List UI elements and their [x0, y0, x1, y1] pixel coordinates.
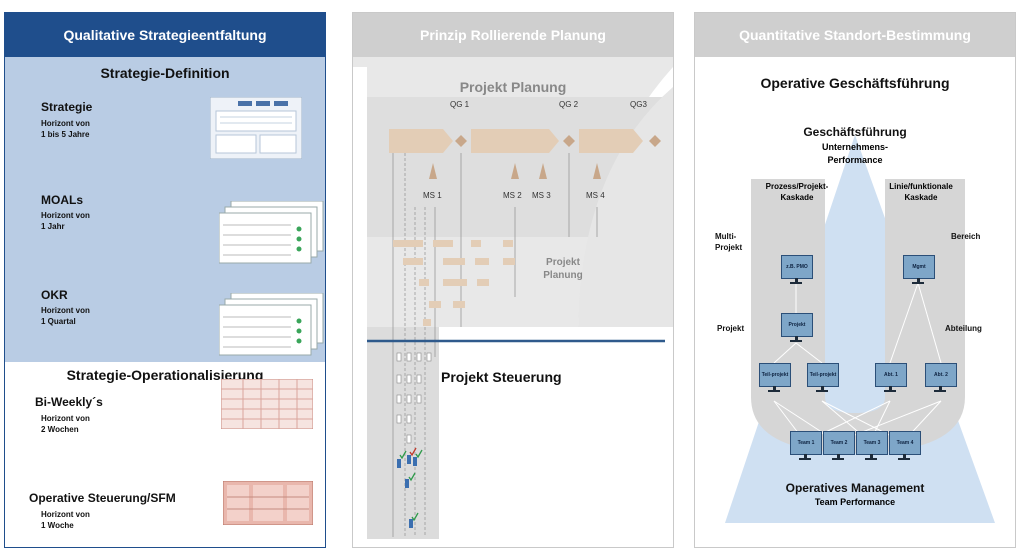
gf-title: Geschäftsführung	[803, 125, 907, 139]
node-team-3: Team 3	[856, 431, 888, 459]
panel2-header: Prinzip Rollierende Planung	[353, 13, 673, 57]
panel3-header: Quantitative Standort-Bestimmung	[695, 13, 1015, 57]
node-abt-2-stand	[934, 390, 946, 392]
side-label-projekt: Projekt	[717, 324, 745, 333]
qg2-label: QG 2	[559, 100, 579, 109]
left-column-label: Prozess/Projekt-Kaskade	[765, 182, 829, 202]
operative-steuerung-label: Operative Steuerung/SFM	[29, 491, 176, 505]
ms1-label: MS 1	[423, 191, 442, 200]
node-abt-1: Abt. 1	[875, 363, 907, 391]
operative-gf-heading: Operative Geschäftsführung	[760, 75, 950, 91]
node-teilprojekt-2-stand	[816, 390, 828, 392]
node-mgmt: Mgmt	[903, 255, 935, 283]
node-team-2-stand	[832, 458, 844, 460]
quantitative-panel: Quantitative Standort-Bestimmung Operati…	[694, 12, 1016, 548]
node-projekt: Projekt	[781, 313, 813, 341]
operatives-management-title: Operatives Management	[785, 481, 925, 495]
side-label-abteilung: Abteilung	[945, 324, 982, 333]
node-pmo: z.B. PMO	[781, 255, 813, 283]
moals-label: MOALs	[41, 193, 83, 207]
ms3-label: MS 3	[532, 191, 551, 200]
node-projekt-stand	[790, 340, 802, 342]
planning-funnel	[353, 57, 673, 539]
inner-planning-label: Projekt Planung	[543, 257, 583, 281]
side-label-bereich: Bereich	[951, 232, 981, 241]
sfm-board-thumbnail	[223, 481, 313, 525]
planning-title: Projekt Planung	[459, 79, 567, 95]
node-abt-1-stand	[884, 390, 896, 392]
node-team-1: Team 1	[790, 431, 822, 459]
team-performance-label: Team Performance	[814, 497, 896, 507]
qg3-label: QG3	[630, 100, 647, 109]
okr-table-thumbnail	[219, 293, 324, 356]
okr-label: OKR	[41, 288, 68, 302]
node-abt-2: Abt. 2	[925, 363, 957, 391]
strategy-document-thumbnail	[210, 97, 302, 159]
node-teilprojekt-1-stand	[768, 390, 780, 392]
hierarchy-diagram	[725, 135, 995, 523]
moals-table-thumbnail	[219, 201, 324, 264]
side-label-multi-projekt: Multi-Projekt	[715, 232, 743, 252]
rolling-planning-panel: Prinzip Rollierende Planung	[352, 12, 674, 548]
node-teilprojekt-1: Teil-projekt	[759, 363, 791, 391]
node-teilprojekt-2: Teil-projekt	[807, 363, 839, 391]
operational-heading: Strategie-Operationalisierung	[66, 367, 264, 383]
control-title: Projekt Steuerung	[441, 369, 562, 385]
qg1-label: QG 1	[450, 100, 470, 109]
gf-subtitle: Unternehmens-Performance	[821, 142, 888, 165]
node-team-2: Team 2	[823, 431, 855, 459]
node-team-1-stand	[799, 458, 811, 460]
qualitative-panel: Qualitative Strategieentfaltung Strategi…	[4, 12, 326, 548]
node-team-3-stand	[865, 458, 877, 460]
node-mgmt-stand	[912, 282, 924, 284]
biweekly-thumbnail	[221, 379, 313, 429]
right-column-label: Linie/funktionale Kaskade	[889, 182, 953, 202]
ms4-label: MS 4	[586, 191, 605, 200]
biweekly-label: Bi-Weekly´s	[35, 395, 103, 409]
ms2-label: MS 2	[503, 191, 522, 200]
definition-heading: Strategie-Definition	[100, 65, 230, 81]
node-team-4: Team 4	[889, 431, 921, 459]
strategie-label: Strategie	[41, 100, 93, 114]
panel1-header: Qualitative Strategieentfaltung	[5, 13, 325, 57]
node-pmo-stand	[790, 282, 802, 284]
node-team-4-stand	[898, 458, 910, 460]
